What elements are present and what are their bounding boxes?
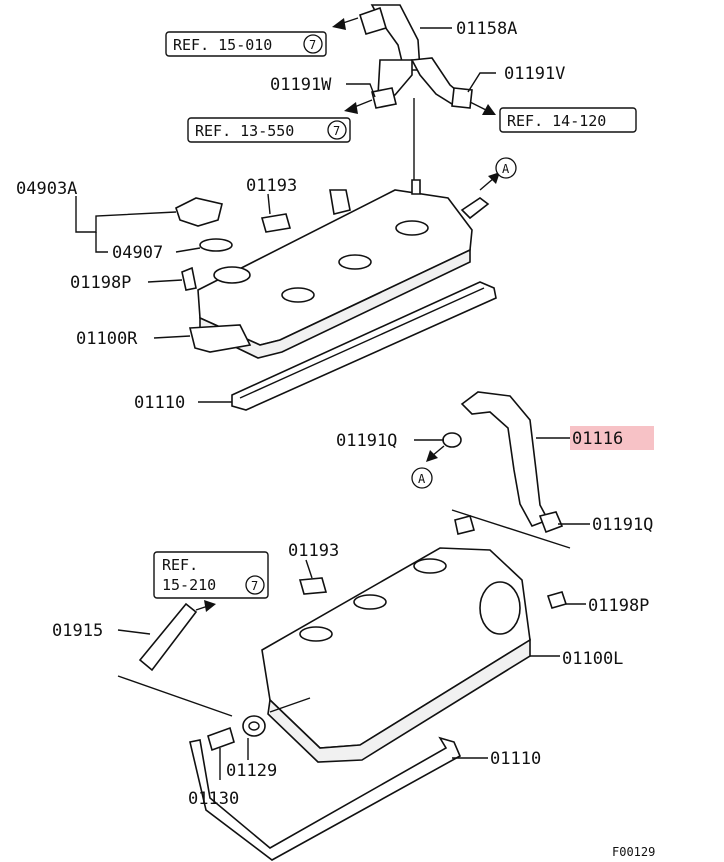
label-01116[interactable]: 01116 <box>572 429 623 449</box>
label-01110-bottom[interactable]: 01110 <box>490 749 541 769</box>
label-01130[interactable]: 01130 <box>188 789 239 809</box>
label-01191V[interactable]: 01191V <box>504 64 565 84</box>
arrow-to-ref-13-550 <box>344 99 373 114</box>
label-01191Q-left[interactable]: 01191Q <box>336 431 397 451</box>
label-01110-top[interactable]: 01110 <box>134 393 185 413</box>
gasket-lh <box>189 736 462 861</box>
ref-15-010-box[interactable]: REF. 15-010 7 <box>165 31 327 57</box>
label-01915[interactable]: 01915 <box>52 621 103 641</box>
clip-01193-top <box>260 213 292 233</box>
label-01193-bottom[interactable]: 01193 <box>288 541 339 561</box>
label-01191Q-right[interactable]: 01191Q <box>592 515 653 535</box>
marker-a-mid-letter: A <box>418 472 426 486</box>
ref-13-550-circle-number: 7 <box>333 124 340 138</box>
breather-hose-upper <box>359 4 473 109</box>
arrow-to-ref-15-010 <box>332 17 359 30</box>
ref-14-120-box[interactable]: REF. 14-120 <box>499 107 637 133</box>
label-01100R[interactable]: 01100R <box>76 329 138 349</box>
ref-13-550-box[interactable]: REF. 13-550 7 <box>187 117 351 143</box>
label-01198P-bottom[interactable]: 01198P <box>588 596 649 616</box>
ref-15-210-circle-number: 7 <box>251 579 258 593</box>
ref-14-120-text: REF. 14-120 <box>507 112 606 130</box>
highlight-01116 <box>570 426 654 450</box>
marker-a-top-letter: A <box>502 162 510 176</box>
figure-code: F00129 <box>612 845 655 859</box>
arrow-to-ref-14-120 <box>469 101 496 115</box>
ref-15-210-text-line1: REF. <box>162 556 198 574</box>
label-01191W[interactable]: 01191W <box>270 75 332 95</box>
hose-01116 <box>460 391 564 534</box>
marker-a-top: A <box>479 157 517 191</box>
arrow-to-ref-15-210 <box>195 600 216 612</box>
oil-filler-cap <box>175 197 223 227</box>
label-01193-top[interactable]: 01193 <box>246 176 297 196</box>
valve-cover-lh <box>261 515 531 763</box>
ref-15-210-box[interactable]: REF. 15-210 7 <box>153 551 269 599</box>
label-01198P-top[interactable]: 01198P <box>70 273 131 293</box>
marker-a-mid: A <box>411 445 445 489</box>
ref-15-010-circle-number: 7 <box>309 38 316 52</box>
label-01100L[interactable]: 01100L <box>562 649 623 669</box>
grommet-01129 <box>242 715 266 737</box>
clamp-01191Q-left <box>442 432 462 448</box>
label-04903A[interactable]: 04903A <box>16 179 77 199</box>
oil-cap-gasket <box>199 238 233 252</box>
bolt-01198P-bottom <box>546 591 568 609</box>
label-01129[interactable]: 01129 <box>226 761 277 781</box>
ref-15-210-text-line2: 15-210 <box>162 576 216 594</box>
label-04907[interactable]: 04907 <box>112 243 163 263</box>
pcv-valve-01130 <box>207 726 235 752</box>
clip-01193-bottom <box>298 577 328 595</box>
gasket-rh <box>231 281 497 411</box>
ref-13-550-text: REF. 13-550 <box>195 122 294 140</box>
hose-01915 <box>138 602 198 672</box>
bolt-01198P-top <box>181 266 197 291</box>
label-01158A[interactable]: 01158A <box>456 19 517 39</box>
ref-15-010-text: REF. 15-010 <box>173 36 272 54</box>
valve-cover-rh <box>188 179 490 359</box>
